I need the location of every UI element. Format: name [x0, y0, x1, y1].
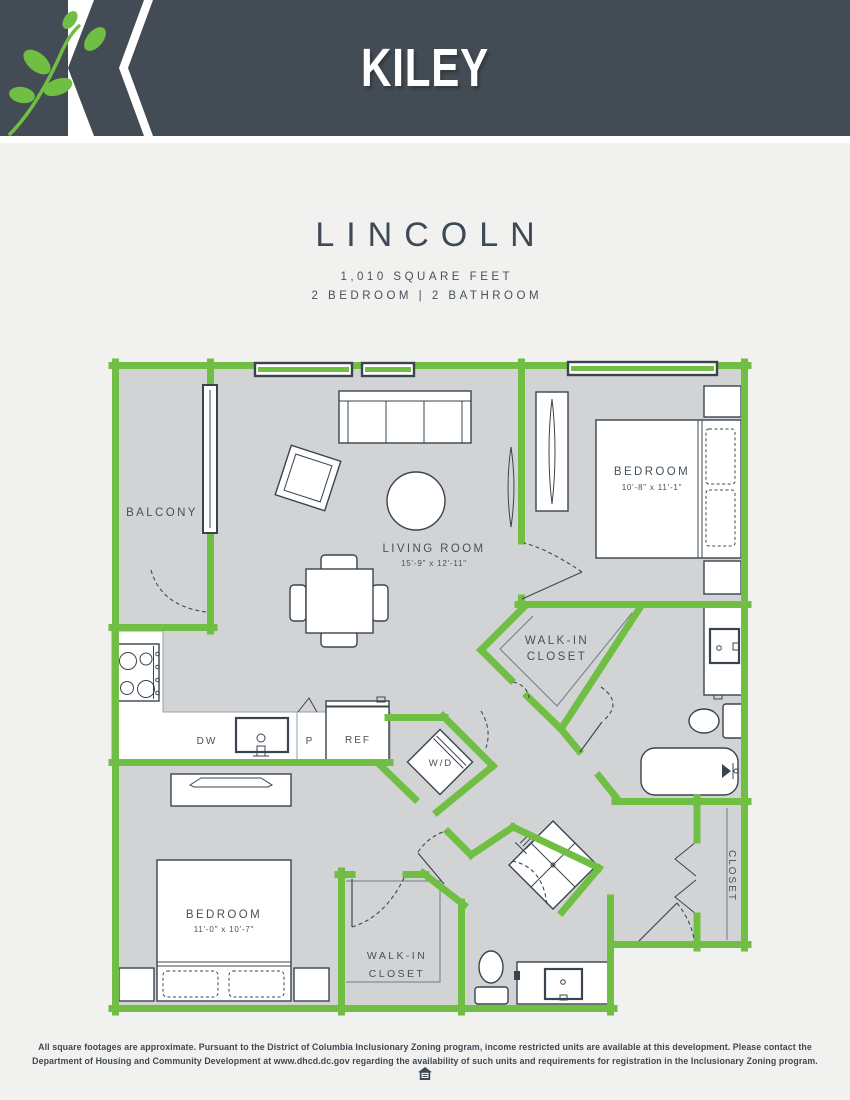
toilet-icon — [474, 950, 509, 1005]
nightstand-icon — [703, 385, 742, 418]
kiley-chevron-icon — [68, 0, 153, 136]
room-label-wic2-line1: WALK-IN — [367, 950, 427, 962]
leaf-branch-icon — [8, 11, 106, 136]
dining-set-icon — [289, 554, 389, 648]
footer-line1: All square footages are approximate. Pur… — [38, 1042, 812, 1052]
label-dishwasher: DW — [197, 736, 218, 747]
floorplan-svg: BALCONY LIVING ROOM 15'-9" x 12'-11" BED… — [108, 358, 752, 1016]
sofa-icon — [338, 390, 472, 444]
unit-area: 1,010 SQUARE FEET — [340, 271, 514, 283]
nightstand-icon — [118, 967, 155, 1002]
room-label-closet: CLOSET — [726, 850, 737, 902]
room-label-bedroom1: BEDROOM — [614, 466, 690, 478]
kitchen-sink-icon — [234, 716, 290, 757]
pantry-door-mark — [297, 697, 318, 713]
floor-area — [112, 362, 748, 1012]
title-block: LINCOLN 1,010 SQUARE FEET 2 BEDROOM | 2 … — [0, 216, 850, 309]
bathroom-vanity-icon — [703, 606, 746, 700]
room-dims-living: 15'-9" x 12'-11" — [401, 559, 467, 568]
closet-shelf-line — [499, 612, 633, 707]
bathtub-icon — [640, 747, 739, 796]
round-table-icon — [386, 471, 446, 531]
room-label-wic1-line1: WALK-IN — [525, 635, 589, 647]
window-icon — [566, 360, 719, 377]
bed-icon — [156, 859, 292, 1002]
stove-icon — [115, 643, 160, 702]
bed-icon — [595, 419, 742, 559]
dresser-icon — [170, 773, 292, 807]
label-refrigerator: REF — [345, 735, 371, 746]
footer-disclaimer: All square footages are approximate. Pur… — [0, 1040, 850, 1068]
room-label-living: LIVING ROOM — [382, 543, 485, 555]
equal-housing-icon — [418, 1067, 432, 1080]
room-label-wic1-line2: CLOSET — [527, 651, 587, 663]
door-swings — [150, 542, 695, 942]
window-icon — [253, 361, 354, 378]
unit-name: LINCOLN — [315, 216, 547, 254]
sliding-door-icon — [507, 446, 515, 528]
label-pantry: P — [306, 736, 315, 747]
room-label-bedroom2: BEDROOM — [186, 909, 262, 921]
room-dims-bedroom1: 10'-8" x 11'-1" — [622, 483, 683, 492]
bifold-door-icon — [674, 841, 697, 915]
floorplan: BALCONY LIVING ROOM 15'-9" x 12'-11" BED… — [100, 350, 760, 1030]
nightstand-icon — [293, 967, 330, 1002]
wardrobe-icon — [535, 391, 569, 512]
brand-title: KILEY — [361, 38, 489, 98]
room-dims-bedroom2: 11'-0" x 10'-7" — [194, 925, 255, 934]
nightstand-icon — [703, 560, 742, 595]
header-banner: KILEY — [0, 0, 850, 143]
accent-chair-icon — [274, 444, 342, 512]
bathroom-vanity-icon — [514, 961, 610, 1005]
washer-dryer-icon — [406, 728, 474, 796]
brand-logo — [0, 0, 260, 136]
toilet-icon — [688, 703, 745, 739]
refrigerator-icon — [325, 696, 390, 763]
room-label-balcony: BALCONY — [126, 507, 198, 519]
label-washer-dryer: W/D — [429, 758, 453, 769]
unit-config: 2 BEDROOM | 2 BATHROOM — [311, 290, 543, 302]
room-label-wic2-line2: CLOSET — [369, 968, 425, 980]
footer-line2: Department of Housing and Community Deve… — [32, 1056, 818, 1066]
closet-shelf-line — [346, 880, 441, 983]
window-icon — [360, 361, 416, 378]
sliding-glass-door-icon — [202, 384, 218, 534]
